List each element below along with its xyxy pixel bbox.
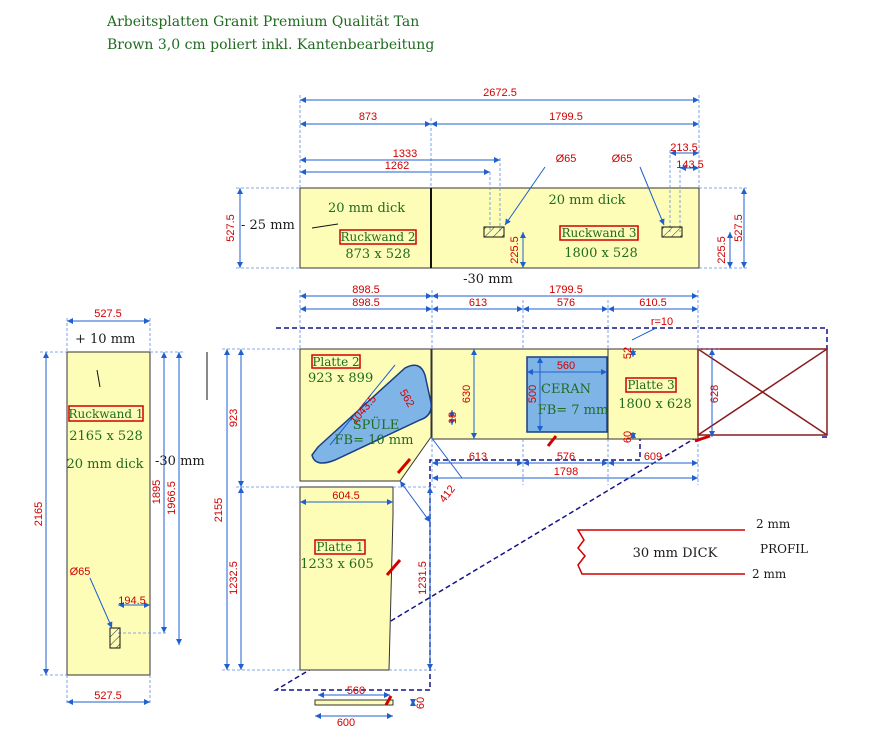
dim-hole2-height: 225.5 — [716, 236, 728, 264]
dim-576-top: 576 — [557, 297, 575, 309]
left-label: Ruckwand 1 — [68, 407, 143, 421]
rw3-size: 1800 x 528 — [564, 246, 638, 261]
edge-profile-shape — [576, 529, 745, 575]
dim-610-5: 610.5 — [639, 297, 667, 309]
hole2-diameter-label: Ø65 — [612, 153, 633, 165]
plate2-label: Platte 2 — [312, 355, 359, 369]
dim-52: 52 — [622, 347, 634, 359]
plate1-label: Platte 1 — [316, 540, 363, 554]
dim-left-width: 873 — [359, 111, 377, 123]
dim-18: 18 — [447, 412, 459, 424]
dim-500: 500 — [527, 385, 539, 403]
dim-600: 600 — [337, 717, 355, 729]
left-thickness: 20 mm dick — [66, 457, 143, 472]
dim-60-strip: 60 — [415, 697, 427, 709]
dim-2155: 2155 — [213, 498, 225, 522]
backsplash-left-group: 527.5 + 10 mm 527.5 2165 1895 1966.5 194… — [33, 308, 208, 705]
left-dim-1966-5: 1966.5 — [166, 481, 178, 515]
plate-1 — [299, 486, 394, 671]
hole1-diameter-label: Ø65 — [556, 153, 577, 165]
dim-213-5: 213.5 — [670, 142, 698, 154]
sink-name: SPÜLE — [353, 416, 400, 433]
dim-1798: 1798 — [554, 466, 578, 478]
left-socket-hole — [109, 627, 121, 649]
title-line-1: Arbeitsplatten Granit Premium Qualität T… — [106, 14, 419, 30]
dim-923: 923 — [228, 409, 240, 427]
dim-613-bottom: 613 — [469, 451, 487, 463]
dim-right-width: 1799.5 — [549, 111, 583, 123]
dim-613-top: 613 — [469, 297, 487, 309]
countertop-group: 898.5 1799.5 898.5 613 576 610.5 r=10 21… — [213, 284, 828, 729]
offset-bottom-label: -30 mm — [463, 272, 513, 287]
dim-898-5-a: 898.5 — [352, 284, 380, 296]
dim-628: 628 — [709, 385, 721, 403]
left-offset-side: -30 mm — [155, 454, 205, 469]
dim-604-5: 604.5 — [332, 490, 360, 502]
sink-cutout — [311, 364, 432, 464]
socket-hole-2 — [661, 226, 683, 238]
dim-898-5-b: 898.5 — [352, 297, 380, 309]
rw3-label: Ruckwand 3 — [561, 226, 636, 240]
dim-630: 630 — [461, 385, 473, 403]
profile-bottom: 2 mm — [752, 567, 787, 581]
plate3-label: Platte 3 — [627, 378, 674, 392]
left-offset-top: + 10 mm — [75, 332, 135, 347]
dim-total-width: 2672.5 — [483, 87, 517, 99]
profile-thickness: 30 mm DICK — [633, 546, 718, 561]
title-line-2: Brown 3,0 cm poliert inkl. Kantenbearbei… — [107, 37, 434, 53]
left-dim-1895: 1895 — [151, 480, 163, 504]
dim-height-right: 527.5 — [733, 214, 745, 242]
dim-576-bottom: 576 — [557, 451, 575, 463]
dim-height-left: 527.5 — [225, 214, 237, 242]
left-width-bottom: 527.5 — [94, 690, 122, 702]
rw2-label: Ruckwand 2 — [340, 230, 415, 244]
dim-412: 412 — [437, 483, 458, 505]
offset-left-label: - 25 mm — [241, 218, 295, 233]
left-hole-diameter: Ø65 — [70, 566, 91, 578]
left-size: 2165 x 528 — [69, 429, 143, 444]
dim-1333: 1333 — [393, 148, 417, 160]
plate2-size: 923 x 899 — [308, 371, 373, 386]
dim-1231-5: 1231.5 — [417, 561, 429, 595]
dim-609: 609 — [644, 451, 662, 463]
bottom-strip — [314, 699, 394, 706]
profile-top: 2 mm — [756, 517, 791, 531]
backsplash-panel-1 — [66, 351, 151, 676]
dim-560-hob: 560 — [557, 360, 575, 372]
hob-name: CERAN — [541, 382, 591, 397]
dim-143-5: 143.5 — [676, 159, 704, 171]
rw3-thickness: 20 mm dick — [548, 193, 625, 208]
dim-60: 60 — [622, 431, 634, 443]
dim-1799-5: 1799.5 — [549, 284, 583, 296]
radius-label: r=10 — [651, 316, 673, 328]
dim-1232-5: 1232.5 — [228, 561, 240, 595]
dim-1262: 1262 — [385, 160, 409, 172]
profile-title: PROFIL — [760, 542, 808, 556]
plate1-size: 1233 x 605 — [300, 557, 374, 572]
socket-hole-1 — [483, 226, 505, 238]
sink-fb: FB= 10 mm — [335, 433, 414, 448]
backsplash-top-group: 2672.5 873 1799.5 1333 1262 213.5 143.5 … — [225, 87, 748, 287]
plate3-size: 1800 x 628 — [618, 397, 692, 412]
rw2-thickness: 20 mm dick — [328, 201, 405, 216]
left-width-top: 527.5 — [94, 308, 122, 320]
backsplash-panel-2 — [299, 187, 432, 269]
hob-fb: FB= 7 mm — [538, 403, 609, 418]
left-dim-194-5: 194.5 — [118, 595, 146, 607]
rw2-size: 873 x 528 — [345, 247, 410, 262]
edge-profile-group: 30 mm DICK 2 mm PROFIL 2 mm — [576, 517, 808, 581]
left-height: 2165 — [33, 502, 45, 526]
plate-3 — [607, 348, 699, 440]
dim-560-strip: 560 — [347, 685, 365, 697]
dim-hole1-height: 225.5 — [509, 236, 521, 264]
